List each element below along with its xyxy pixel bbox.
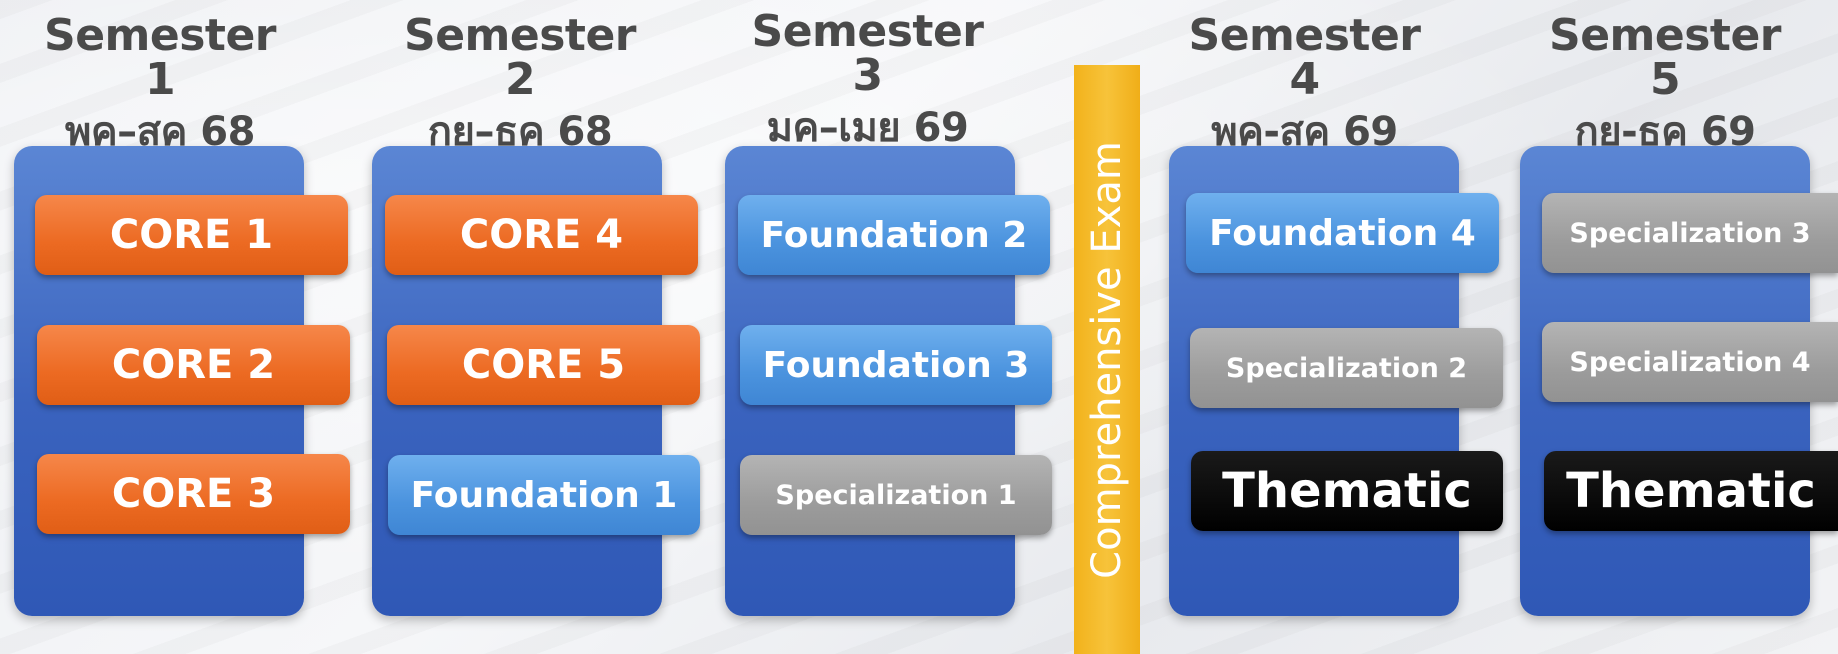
semester-2-header: Semester 2 กย–ธค 68 <box>400 10 640 155</box>
course-thematic: Thematic <box>1191 451 1503 531</box>
semester-period: มค–เมย 69 <box>766 105 969 151</box>
semester-title: Semester 4 <box>1188 10 1421 105</box>
course-specialization-3: Specialization 3 <box>1542 193 1838 273</box>
course-foundation-3: Foundation 3 <box>740 325 1052 405</box>
semester-period: กย–ธค 68 <box>427 109 613 155</box>
semester-period: กย-ธค 69 <box>1574 109 1756 155</box>
semester-title: Semester 2 <box>404 10 636 105</box>
semester-5-header: Semester 5 กย-ธค 69 <box>1540 10 1790 155</box>
course-foundation-1: Foundation 1 <box>388 455 700 535</box>
semester-title: Semester 1 <box>44 10 276 105</box>
semester-4-header: Semester 4 พค-สค 69 <box>1182 10 1427 155</box>
course-foundation-4: Foundation 4 <box>1186 193 1499 273</box>
course-thematic: Thematic <box>1544 451 1838 531</box>
course-specialization-4: Specialization 4 <box>1542 322 1838 402</box>
semester-3-header: Semester 3 มค–เมย 69 <box>745 6 990 151</box>
course-specialization-1: Specialization 1 <box>740 455 1052 535</box>
semester-title: Semester 3 <box>751 6 984 101</box>
course-core-1: CORE 1 <box>35 195 348 275</box>
course-core-2: CORE 2 <box>37 325 350 405</box>
semester-title: Semester 5 <box>1549 10 1781 105</box>
comprehensive-exam-label: Comprehensive Exam <box>1084 140 1130 579</box>
course-foundation-2: Foundation 2 <box>738 195 1050 275</box>
comprehensive-exam-bar: Comprehensive Exam <box>1074 65 1140 654</box>
course-core-5: CORE 5 <box>387 325 700 405</box>
semester-period: พค-สค 69 <box>1211 109 1398 155</box>
semester-1-header: Semester 1 พค–สค 68 <box>40 10 280 155</box>
semester-period: พค–สค 68 <box>65 109 255 155</box>
course-specialization-2: Specialization 2 <box>1190 328 1503 408</box>
course-core-3: CORE 3 <box>37 454 350 534</box>
course-core-4: CORE 4 <box>385 195 698 275</box>
